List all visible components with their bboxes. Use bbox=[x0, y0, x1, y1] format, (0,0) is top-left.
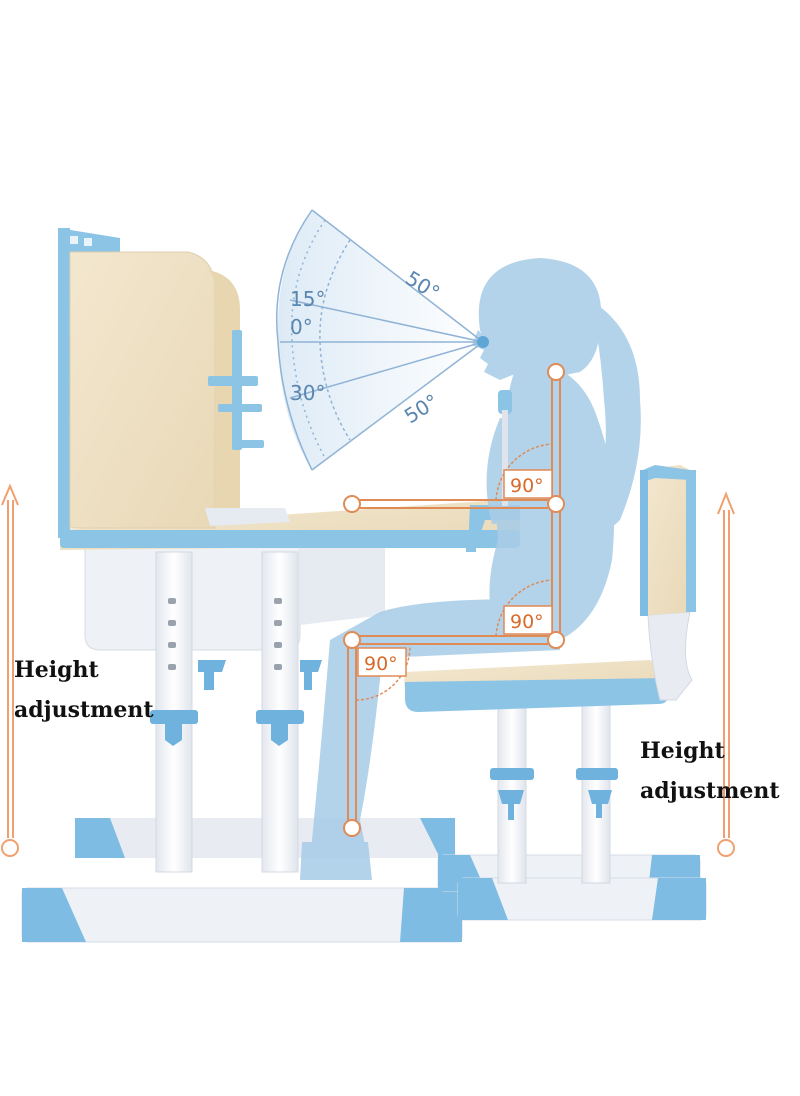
angle-label-knee: 90° bbox=[364, 653, 398, 675]
angle-label-15: 15° bbox=[290, 287, 325, 311]
joint-dot-icon bbox=[343, 363, 565, 837]
desk-drawer bbox=[84, 544, 385, 651]
label-line-1: Height bbox=[14, 657, 99, 683]
right-angle-marker-icon bbox=[355, 443, 553, 701]
height-adjustment-label-right: Height adjustment bbox=[640, 731, 780, 811]
chair-seat bbox=[404, 660, 668, 712]
angle-label-30: 30° bbox=[290, 381, 325, 405]
angle-label-elbow: 90° bbox=[510, 475, 544, 497]
chin-support bbox=[498, 390, 512, 506]
angle-label-0: 0° bbox=[290, 315, 313, 339]
desk-top bbox=[60, 500, 520, 550]
label-line-2: adjustment bbox=[14, 697, 154, 723]
book-stand bbox=[205, 330, 290, 526]
chair-base bbox=[437, 854, 707, 921]
label-line-2: adjustment bbox=[640, 778, 780, 804]
label-line-1: Height bbox=[640, 738, 725, 764]
desk-base-front bbox=[21, 887, 463, 943]
height-arrow-icon bbox=[1, 483, 19, 857]
view-angle-fan-icon: 50° 15° 0° 30° 50° bbox=[275, 209, 489, 471]
desk-legs bbox=[150, 551, 322, 873]
height-adjustment-label-left: Height adjustment bbox=[14, 650, 154, 730]
right-angle-labels: 90° 90° 90° bbox=[357, 469, 553, 677]
chair-legs bbox=[490, 704, 618, 884]
angle-label-hip: 90° bbox=[510, 611, 544, 633]
height-arrow-icon bbox=[717, 491, 735, 857]
chair-back bbox=[640, 465, 696, 701]
